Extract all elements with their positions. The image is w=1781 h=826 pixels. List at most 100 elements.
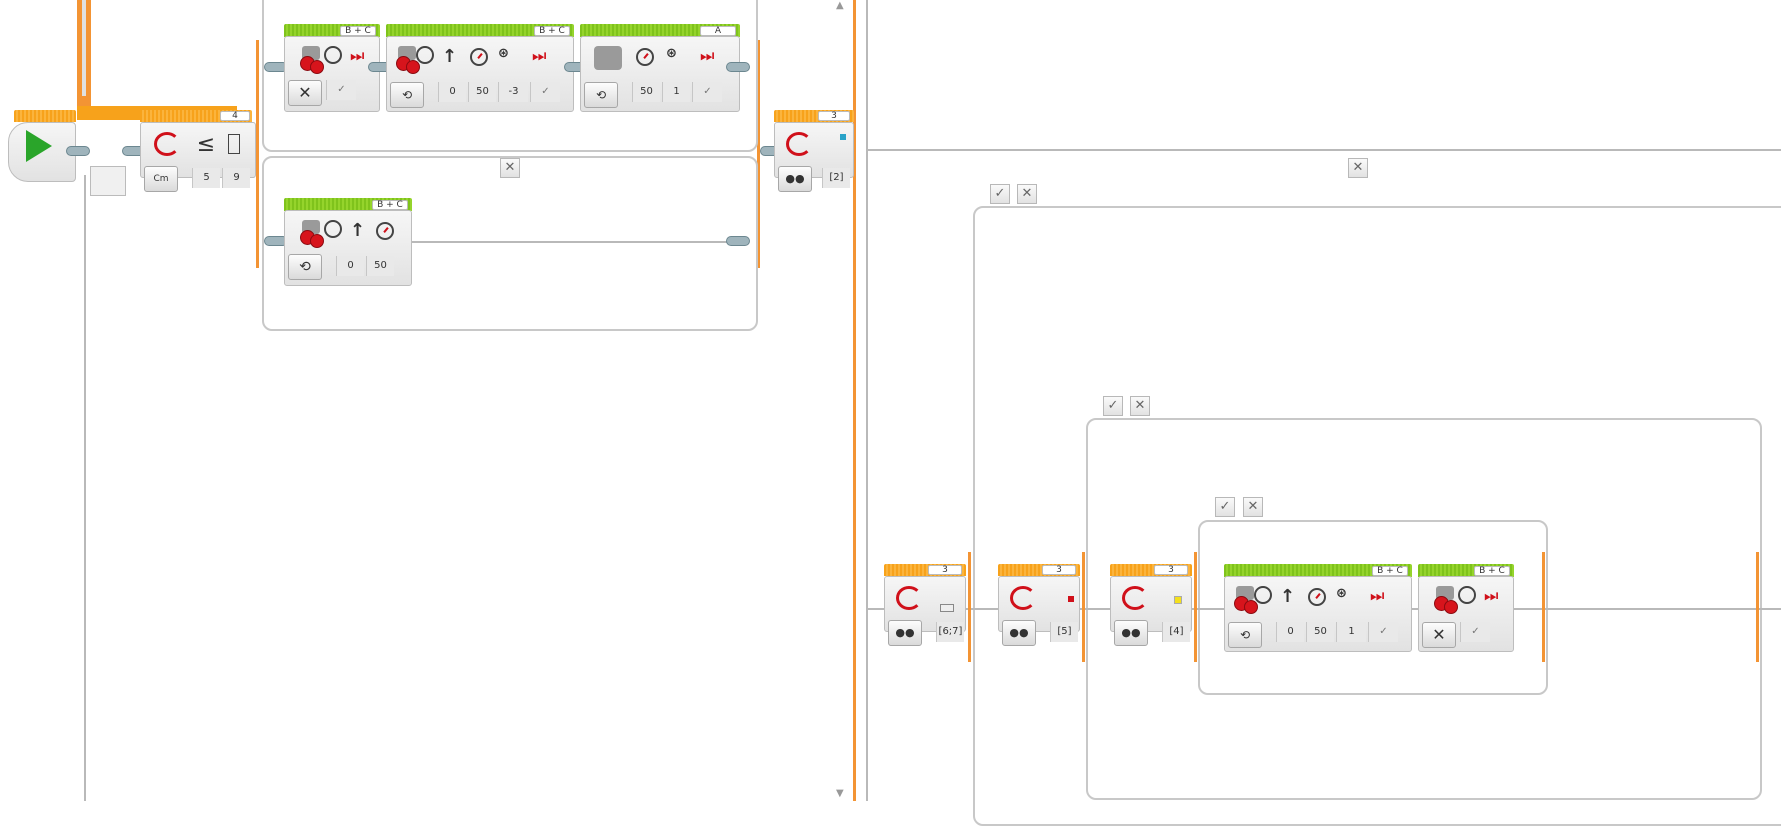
input-rotations[interactable]: 1	[1336, 622, 1366, 642]
case-close-button[interactable]: ✕	[1348, 158, 1368, 178]
brake-check[interactable]: ✓	[530, 82, 560, 102]
input-power[interactable]: 50	[468, 82, 496, 102]
input-steering[interactable]: 0	[438, 82, 466, 102]
sensor-mode-button[interactable]: ●●	[1114, 620, 1148, 646]
input-rotations[interactable]: 1	[662, 82, 690, 102]
move-steering-block[interactable]: B + C ⏭ ✕ ✓	[1418, 564, 1514, 654]
color-switch[interactable]: 3 ●● [4]	[1110, 564, 1192, 650]
switch-main[interactable]: 4 ≤ Cm 5 9	[140, 110, 256, 196]
case-close-button[interactable]: ✕	[500, 158, 520, 178]
color-sensor-icon	[1122, 586, 1148, 610]
color-value[interactable]: [6;7]	[936, 622, 964, 642]
case-tab-true[interactable]: ✓	[990, 184, 1010, 204]
case-boundary-left	[256, 40, 259, 268]
brake-check[interactable]: ✓	[692, 82, 722, 102]
port-label[interactable]: B + C	[372, 200, 408, 210]
speed-dial-icon	[636, 48, 654, 66]
brake-check[interactable]: ✓	[1460, 622, 1490, 642]
port-label[interactable]: B + C	[1372, 566, 1408, 576]
speed-dial-icon	[376, 222, 394, 240]
port-label[interactable]: 3	[928, 565, 962, 575]
move-steering-block[interactable]: B + C ⏭ ✕ ✓	[284, 24, 380, 114]
medium-motor-block[interactable]: A ⊛ ⏭ ⟲ 50 1 ✓	[580, 24, 740, 114]
color-value[interactable]: [5]	[1050, 622, 1078, 642]
top-case-frame	[262, 0, 758, 152]
case-boundary	[1082, 552, 1085, 662]
color-sensor-icon	[786, 132, 812, 156]
mode-off-button[interactable]: ✕	[288, 80, 322, 106]
steering-motor-icon	[298, 220, 324, 248]
color-switch[interactable]: 3 ●● [6;7]	[884, 564, 966, 650]
mode-off-button[interactable]: ✕	[1422, 622, 1456, 648]
up-arrow-icon: ↑	[442, 46, 458, 67]
switch-sensor-icon	[154, 132, 180, 156]
steering-motor-icon	[298, 46, 324, 74]
port-label[interactable]: A	[700, 26, 736, 36]
sensor-mode-button[interactable]: ●●	[888, 620, 922, 646]
brake-icon: ⏭	[1484, 586, 1499, 605]
color-value[interactable]: [2]	[822, 168, 850, 188]
steering-wheel-icon	[1458, 586, 1476, 604]
sensor-mode-button[interactable]: ●●	[778, 166, 812, 192]
input-threshold[interactable]: 9	[222, 168, 250, 188]
connector	[726, 236, 750, 246]
steering-motor-icon	[394, 46, 420, 74]
case-tab-false[interactable]: ✕	[1130, 396, 1150, 416]
port-label[interactable]: B + C	[340, 26, 376, 36]
color-swatch-icon	[940, 604, 954, 612]
input-steering[interactable]: 0	[1276, 622, 1304, 642]
steering-wheel-icon	[1254, 586, 1272, 604]
sequence-tab	[90, 166, 126, 196]
move-steering-block[interactable]: B + C ↑ ⟲ 0 50	[284, 198, 412, 288]
move-steering-block[interactable]: B + C ↑ ⊛ ⏭ ⟲ 0 50 -3 ✓	[386, 24, 574, 114]
sensor-mode-button[interactable]: Cm	[144, 166, 178, 192]
color-switch-main[interactable]: 3 ●● [2]	[774, 110, 854, 196]
case-tab-true[interactable]: ✓	[1215, 497, 1235, 517]
sequence-wire-left	[84, 175, 86, 801]
divider-wire	[866, 0, 868, 801]
case-tab-true[interactable]: ✓	[1103, 396, 1123, 416]
brake-check[interactable]: ✓	[1368, 622, 1398, 642]
sequence-wire	[412, 241, 730, 243]
port-label[interactable]: 3	[1154, 565, 1188, 575]
color-value[interactable]: [4]	[1162, 622, 1190, 642]
case-tab-false[interactable]: ✕	[1017, 184, 1037, 204]
steering-wheel-icon	[324, 220, 342, 238]
mode-rotations-button[interactable]: ⟲	[584, 82, 618, 108]
case-boundary	[1194, 552, 1197, 662]
brake-icon: ⏭	[532, 46, 547, 65]
port-label[interactable]: B + C	[534, 26, 570, 36]
input-power[interactable]: 50	[1306, 622, 1334, 642]
color-sensor-icon	[896, 586, 922, 610]
brake-icon: ⏭	[1370, 586, 1385, 605]
brake-check[interactable]: ✓	[326, 80, 356, 100]
mode-on-button[interactable]: ⟲	[288, 254, 322, 280]
sensor-mode-button[interactable]: ●●	[1002, 620, 1036, 646]
color-swatch-icon	[840, 134, 846, 140]
steering-motor-icon	[1432, 586, 1458, 614]
color-switch[interactable]: 3 ●● [5]	[998, 564, 1080, 650]
color-sensor-icon	[1010, 586, 1036, 610]
port-label[interactable]: 3	[818, 111, 850, 121]
steering-wheel-icon	[416, 46, 434, 64]
mode-rotations-button[interactable]: ⟲	[1228, 622, 1262, 648]
port-label[interactable]: B + C	[1474, 566, 1510, 576]
input-power[interactable]: 50	[632, 82, 660, 102]
case-boundary	[1756, 552, 1759, 662]
start-block[interactable]	[8, 110, 76, 192]
input-degrees[interactable]: -3	[498, 82, 528, 102]
input-power[interactable]: 50	[366, 256, 394, 276]
port-label[interactable]: 3	[1042, 565, 1076, 575]
mode-degrees-button[interactable]: ⟲	[390, 82, 424, 108]
degrees-icon: ⊛	[498, 46, 509, 61]
move-steering-block[interactable]: B + C ↑ ⊛ ⏭ ⟲ 0 50 1 ✓	[1224, 564, 1412, 654]
port-label[interactable]: 4	[220, 111, 250, 121]
input-compare[interactable]: 5	[192, 168, 220, 188]
scroll-up-arrow[interactable]: ▲	[836, 0, 844, 11]
scroll-down-arrow[interactable]: ▼	[836, 788, 844, 799]
case-boundary	[1542, 552, 1545, 662]
steering-motor-icon	[1232, 586, 1258, 614]
input-steering[interactable]: 0	[336, 256, 364, 276]
case-tab-false[interactable]: ✕	[1243, 497, 1263, 517]
medium-motor-icon	[594, 46, 622, 70]
